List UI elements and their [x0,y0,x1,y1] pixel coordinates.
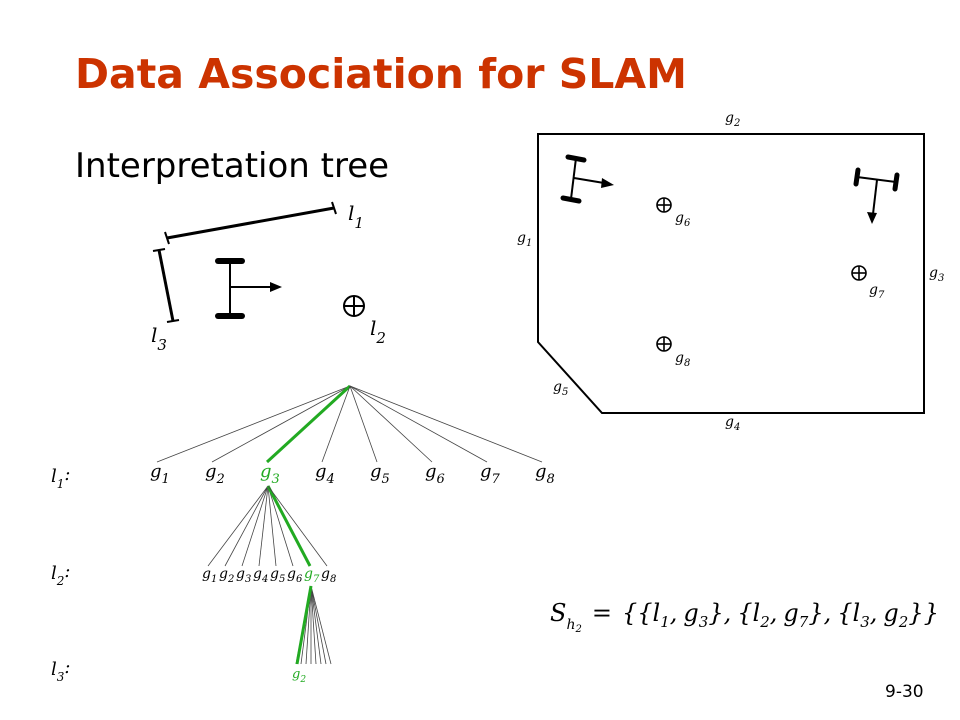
tree-node-l1-g1: g1 [150,461,170,487]
page-number: 9-30 [885,682,924,702]
tree-edge-l1-g1 [207,485,269,567]
tree-edge-l1-g3 [241,485,269,567]
map-point-g6-icon [656,197,672,213]
tree-edge-root-g1 [156,385,351,463]
map-label-g6: g6 [675,210,691,229]
tree-node-l1-g7: g7 [480,461,501,487]
tree-level1-nodes: g1 g2 g3 g4 g5 g6 g7 g8 [150,461,555,487]
tree-level-label-l2: l2: [51,561,70,588]
tree-edge-root-g3 [265,384,352,464]
tree-node-l2-g8: g8 [321,566,336,585]
robot-icon [215,258,282,319]
tree-node-l3-g2-selected: g2 [292,667,306,685]
tree-edges [156,384,543,665]
point-feature-l2-icon [343,295,365,317]
map-label-g5: g5 [553,379,568,398]
tree-node-l2-g6: g6 [287,566,303,585]
tree-node-l1-g8: g8 [535,461,555,487]
line-segment-l1 [164,201,337,245]
scene-label-l2: l2 [370,316,386,347]
tree-node-l2-g2: g2 [219,566,234,585]
scene-label-l1: l1 [348,201,364,232]
map-panel: g1 g2 g3 g4 g5 g6 g7 g8 [517,110,944,433]
map-point-g7-icon [851,265,867,281]
tree-node-l1-g5: g5 [370,461,390,487]
map-label-g2: g2 [725,110,740,129]
map-robot-icon-2 [853,167,900,224]
tree-edge-root-g2 [211,385,351,463]
tree-node-l2-g5: g5 [270,566,285,585]
tree-node-l1-g2: g2 [205,461,225,487]
tree-edge-root-g5 [349,385,378,463]
tree-edge-l2-child-7 [310,585,327,665]
line-segment-l3 [152,248,180,323]
tree-edge-l1-g8 [267,485,328,567]
tree-edge-l1-g6 [267,485,294,567]
tree-edge-root-g4 [321,385,351,463]
tree-edge-l1-g4 [258,485,269,567]
tree-edge-root-g8 [349,385,543,463]
tree-node-l2-g7-selected: g7 [304,566,320,585]
tree-node-l1-g3-selected: g3 [260,461,280,487]
tree-edge-l1-g2 [224,485,269,567]
tree-edge-l2-child-8 [310,585,332,665]
slide-subtitle: Interpretation tree [75,146,390,186]
interpretation-tree: l1: l2: l3: g1 g2 g3 g4 g5 g6 g7 g8 g1 g… [51,384,555,685]
map-robot-icon-1 [560,154,614,204]
tree-level2-nodes: g1 g2 g3 g4 g5 g6 g7 g8 [202,566,336,585]
tree-edge-l1-g7 [266,485,312,567]
tree-edge-l1-g5 [267,485,277,567]
tree-level-label-l1: l1: [51,464,70,491]
tree-edge-l2-child-5 [310,585,317,665]
tree-node-l1-g6: g6 [425,461,445,487]
tree-edge-root-g6 [349,385,433,463]
scene-label-l3: l3 [151,323,167,354]
map-label-g7: g7 [869,282,885,301]
tree-edge-l2-child-6 [310,585,322,665]
map-point-g8-icon [656,336,672,352]
tree-node-l1-g4: g4 [315,461,335,487]
tree-node-l2-g4: g4 [253,566,268,585]
map-label-g4: g4 [725,414,740,433]
tree-node-l2-g1: g1 [202,566,217,585]
map-label-g1: g1 [517,230,532,249]
slide-title: Data Association for SLAM [75,50,687,98]
scene-panel: l1 l2 l3 [151,201,386,354]
map-label-g8: g8 [675,350,690,369]
map-boundary [537,133,925,414]
hypothesis-formula: Sh2={{l1,g3},{l2,g7},{l3,g2}} [550,599,939,635]
map-label-g3: g3 [929,265,944,284]
tree-edge-l2-selected [295,585,313,665]
tree-edge-root-g7 [349,385,488,463]
tree-level-labels: l1: l2: l3: [51,464,70,684]
tree-node-l2-g3: g3 [236,566,251,585]
tree-level-label-l3: l3: [51,657,70,684]
